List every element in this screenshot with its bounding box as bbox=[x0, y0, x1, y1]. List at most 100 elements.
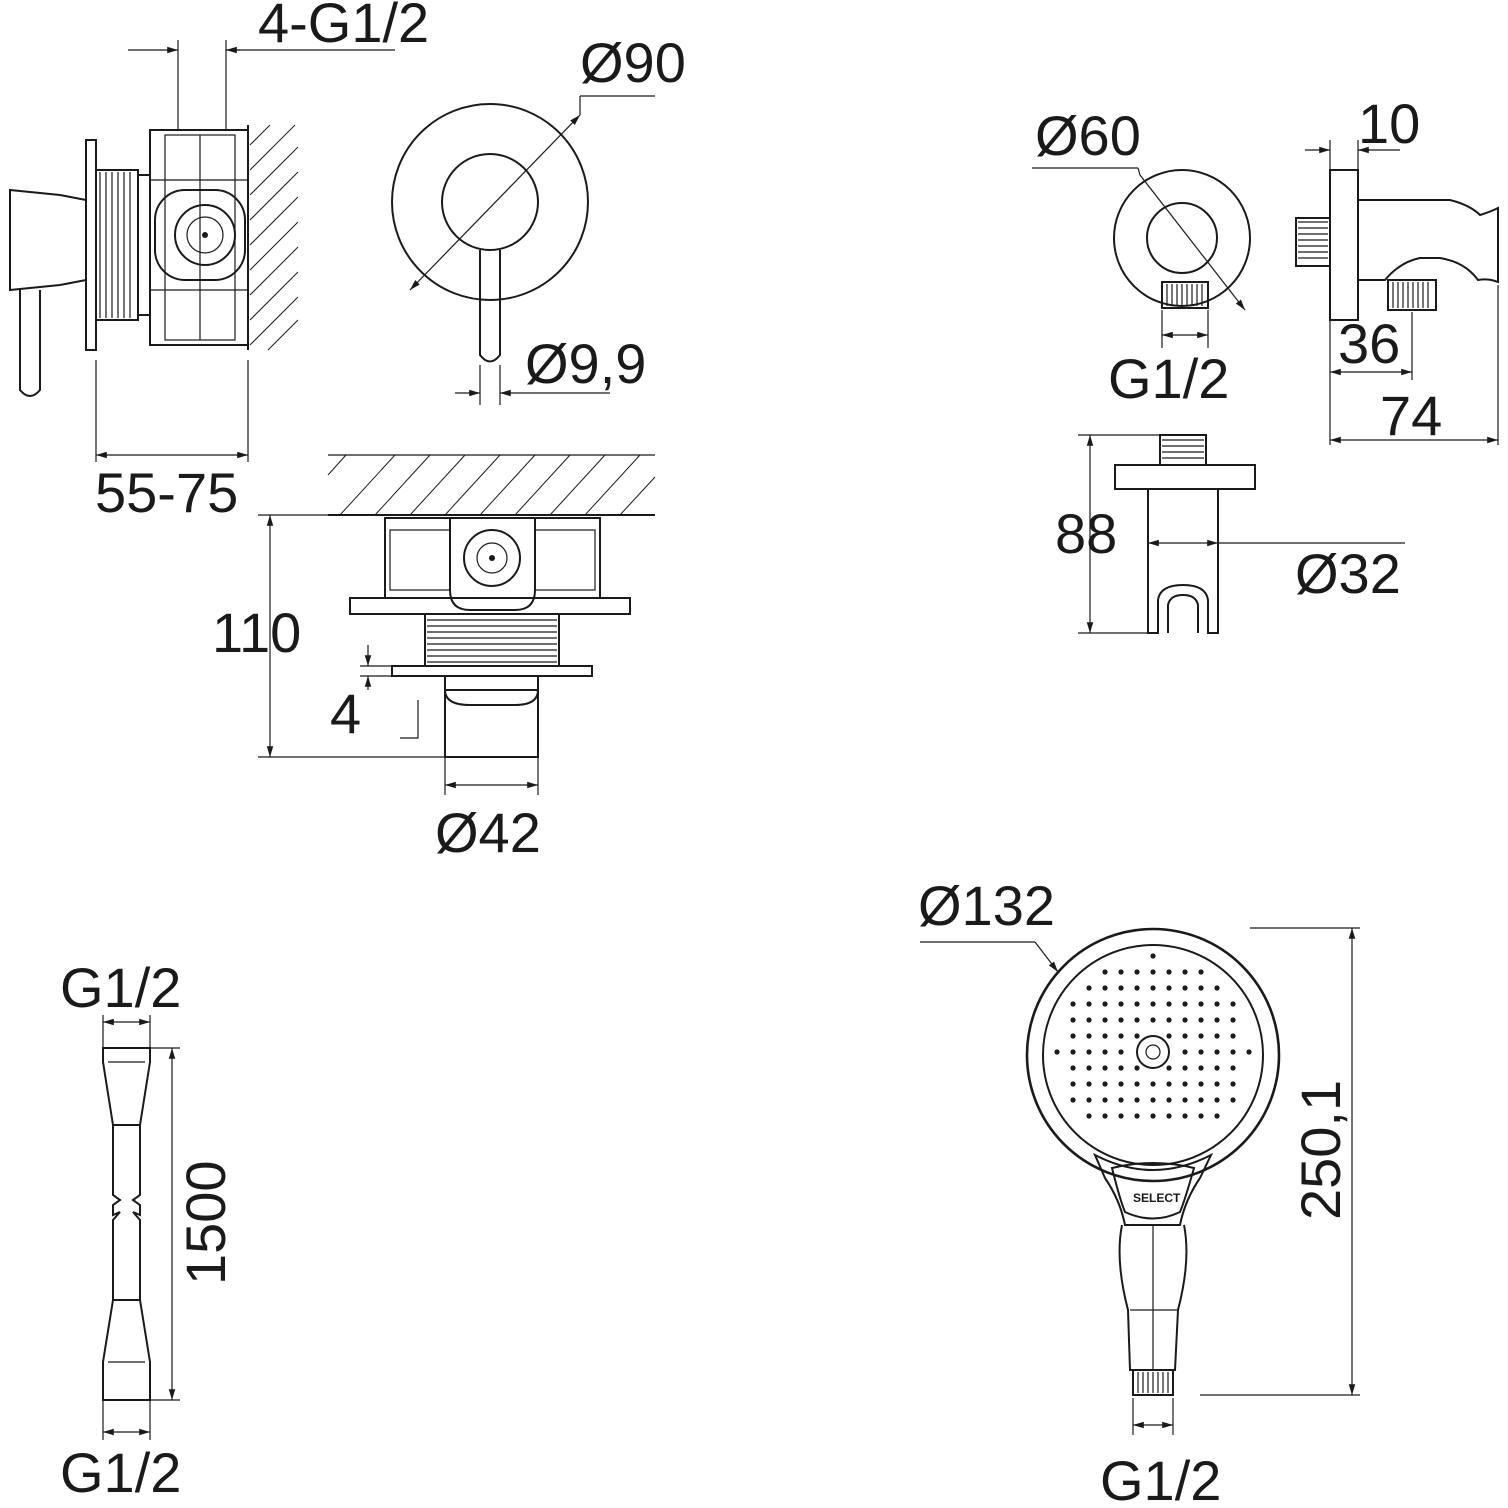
nozzle-dot bbox=[1102, 1033, 1108, 1039]
nozzle-dot bbox=[1150, 1081, 1156, 1087]
nozzle-dot bbox=[1230, 1081, 1236, 1087]
wall-outlet-side-view: 10 36 74 bbox=[1295, 92, 1499, 447]
dim-flange-diameter: Ø60 bbox=[1035, 104, 1141, 167]
nozzle-dot bbox=[1134, 969, 1140, 975]
nozzle-dot bbox=[1086, 1065, 1092, 1071]
nozzle-dot bbox=[1070, 1033, 1076, 1039]
nozzle-dot bbox=[1070, 1017, 1076, 1023]
nozzle-dot bbox=[1118, 1113, 1124, 1119]
nozzle-dot bbox=[1182, 985, 1188, 991]
nozzle-dot bbox=[1102, 1097, 1108, 1103]
nozzle-dot bbox=[1198, 985, 1204, 991]
nozzle-dot bbox=[1086, 1001, 1092, 1007]
nozzle-dot bbox=[1214, 985, 1220, 991]
nozzle-dot bbox=[1166, 1001, 1172, 1007]
nozzle-dot bbox=[1198, 1049, 1204, 1055]
nozzle-dot bbox=[1118, 1001, 1124, 1007]
nozzle-dot bbox=[1102, 985, 1108, 991]
nozzle-dot bbox=[1150, 969, 1156, 975]
nozzle-dot bbox=[1198, 1065, 1204, 1071]
nozzle-dot bbox=[1214, 1001, 1220, 1007]
thread-lines-side bbox=[99, 172, 131, 318]
nozzle-dot bbox=[1230, 1049, 1236, 1055]
nozzle-dot bbox=[1118, 1081, 1124, 1087]
dim-head-diameter: Ø132 bbox=[918, 874, 1055, 937]
nozzle-dot bbox=[1086, 1113, 1092, 1119]
nozzle-dot bbox=[1134, 1065, 1140, 1071]
nozzle-dot bbox=[1102, 969, 1108, 975]
nozzle-dot bbox=[1214, 1097, 1220, 1103]
nozzle-dot bbox=[1214, 1033, 1220, 1039]
nozzle-dot bbox=[1182, 1001, 1188, 1007]
nozzle-dot bbox=[1134, 1033, 1140, 1039]
nozzle-dot bbox=[1134, 1001, 1140, 1007]
dim-hose-length: 1500 bbox=[174, 1160, 237, 1285]
nozzle-dot bbox=[1198, 1113, 1204, 1119]
nozzle-dot bbox=[1150, 1001, 1156, 1007]
wall-hatch-top bbox=[327, 454, 656, 516]
dim-plate-diameter: Ø90 bbox=[580, 31, 686, 94]
nozzle-dot bbox=[1214, 1113, 1220, 1119]
nozzle-dot bbox=[1134, 985, 1140, 991]
wall-outlet-front-view: Ø60 G1/2 bbox=[1032, 104, 1251, 410]
nozzle-dot bbox=[1214, 1017, 1220, 1023]
thread-lines-top bbox=[427, 619, 557, 663]
wall-hatch-side bbox=[247, 124, 299, 351]
nozzle-dot bbox=[1214, 1049, 1220, 1055]
nozzle-dot bbox=[1182, 1097, 1188, 1103]
nozzle-dot bbox=[1230, 1001, 1236, 1007]
dim-inlets: 4-G1/2 bbox=[258, 0, 429, 54]
dim-height: 110 bbox=[212, 601, 301, 664]
dim-plate-thickness-outlet: 10 bbox=[1358, 92, 1420, 155]
dim-hose-thread-top: G1/2 bbox=[60, 956, 181, 1019]
dim-shower-length: 250,1 bbox=[1289, 1080, 1352, 1220]
dim-plate-thickness: 4 bbox=[330, 682, 361, 745]
nozzle-dot bbox=[1102, 1049, 1108, 1055]
dim-outlet-offset: 36 bbox=[1338, 312, 1400, 375]
dim-outlet-thread: G1/2 bbox=[1108, 347, 1229, 410]
nozzle-dot bbox=[1246, 1049, 1252, 1055]
nozzle-dot bbox=[1214, 1081, 1220, 1087]
nozzle-dot bbox=[1150, 953, 1156, 959]
nozzle-dot bbox=[1230, 1065, 1236, 1071]
nozzle-dot bbox=[1166, 985, 1172, 991]
nozzle-dot bbox=[1134, 1113, 1140, 1119]
nozzle-dot bbox=[1086, 1049, 1092, 1055]
nozzle-dot bbox=[1070, 1049, 1076, 1055]
nozzle-dot bbox=[1166, 1081, 1172, 1087]
nozzle-dot bbox=[1134, 1081, 1140, 1087]
nozzle-dot bbox=[1182, 1017, 1188, 1023]
hand-shower-view: SELECT Ø132 250,1 G1/2 bbox=[918, 874, 1360, 1508]
mixer-side-view: 4-G1/2 55-75 bbox=[9, 0, 429, 524]
nozzle-dot bbox=[1150, 1017, 1156, 1023]
dim-lever-diameter: Ø9,9 bbox=[525, 332, 646, 395]
nozzle-dot bbox=[1118, 1049, 1124, 1055]
nozzle-dot bbox=[1198, 1081, 1204, 1087]
shower-holder-view: 88 Ø32 bbox=[1055, 434, 1405, 634]
dim-holder-height: 88 bbox=[1055, 502, 1117, 565]
shower-hose-view: G1/2 1500 G1/2 bbox=[60, 956, 237, 1504]
select-button-label: SELECT bbox=[1133, 1191, 1181, 1205]
nozzle-dot bbox=[1070, 1065, 1076, 1071]
nozzle-dot bbox=[1198, 1097, 1204, 1103]
nozzle-dot bbox=[1182, 969, 1188, 975]
nozzle-dot bbox=[1086, 985, 1092, 991]
nozzle-dot bbox=[1166, 1033, 1172, 1039]
nozzle-dot bbox=[1166, 1097, 1172, 1103]
nozzle-dot bbox=[1118, 1065, 1124, 1071]
nozzle-dot bbox=[1118, 969, 1124, 975]
nozzle-dot bbox=[1198, 1017, 1204, 1023]
nozzle-dot bbox=[1102, 1113, 1108, 1119]
dim-depth-range: 55-75 bbox=[95, 461, 238, 524]
nozzle-dot bbox=[1102, 1065, 1108, 1071]
nozzle-dot bbox=[1166, 1017, 1172, 1023]
nozzle-dot bbox=[1134, 1017, 1140, 1023]
dim-projection: 74 bbox=[1380, 384, 1442, 447]
nozzle-dot bbox=[1070, 1097, 1076, 1103]
nozzle-dot bbox=[1070, 1081, 1076, 1087]
nozzle-dot bbox=[1230, 1017, 1236, 1023]
nozzle-dot bbox=[1102, 1081, 1108, 1087]
nozzle-dot bbox=[1150, 985, 1156, 991]
dim-hose-thread-bottom: G1/2 bbox=[60, 1441, 181, 1504]
nozzle-dot bbox=[1182, 1081, 1188, 1087]
